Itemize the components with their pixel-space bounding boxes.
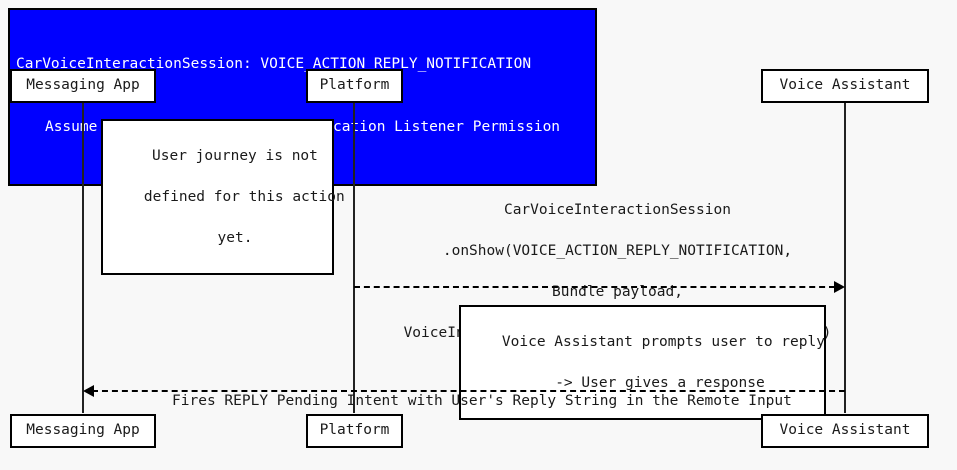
participant-platform-bottom[interactable]: Platform bbox=[306, 414, 403, 448]
lifeline-voice-assistant bbox=[844, 103, 846, 413]
diagram-title-line-1: CarVoiceInteractionSession: VOICE_ACTION… bbox=[16, 56, 532, 72]
message-onshow-arrow-line bbox=[354, 286, 835, 288]
participant-messaging-app-bottom[interactable]: Messaging App bbox=[10, 414, 156, 448]
note-user-journey-line-1: User journey is not bbox=[152, 147, 318, 164]
message-reply-intent-arrow-head bbox=[83, 385, 94, 397]
message-onshow-line-2: .onShow(VOICE_ACTION_REPLY_NOTIFICATION, bbox=[442, 242, 793, 259]
lifeline-messaging-app bbox=[82, 103, 84, 413]
note-user-journey-line-3: yet. bbox=[217, 229, 253, 246]
participant-messaging-app-top[interactable]: Messaging App bbox=[10, 69, 156, 103]
note-user-journey: User journey is not defined for this act… bbox=[101, 119, 345, 275]
note-user-journey-line-2: defined for this action bbox=[143, 188, 345, 205]
message-reply-intent-line-1: Fires REPLY Pending Intent with User's R… bbox=[172, 392, 792, 409]
message-onshow-line-1: CarVoiceInteractionSession bbox=[503, 201, 731, 218]
participant-voice-assistant-bottom[interactable]: Voice Assistant bbox=[761, 414, 929, 448]
message-onshow-arrow-head bbox=[834, 281, 845, 293]
message-reply-intent-label: Fires REPLY Pending Intent with User's R… bbox=[84, 370, 845, 432]
message-reply-intent-arrow-line bbox=[92, 390, 845, 392]
participant-voice-assistant-top[interactable]: Voice Assistant bbox=[761, 69, 929, 103]
note-voice-prompt: Voice Assistant prompts user to reply ->… bbox=[459, 305, 826, 420]
participant-platform-top[interactable]: Platform bbox=[306, 69, 403, 103]
note-voice-prompt-line-1: Voice Assistant prompts user to reply bbox=[501, 333, 825, 350]
lifeline-platform bbox=[353, 103, 355, 413]
note-voice-prompt-line-2: -> User gives a response bbox=[555, 374, 765, 391]
